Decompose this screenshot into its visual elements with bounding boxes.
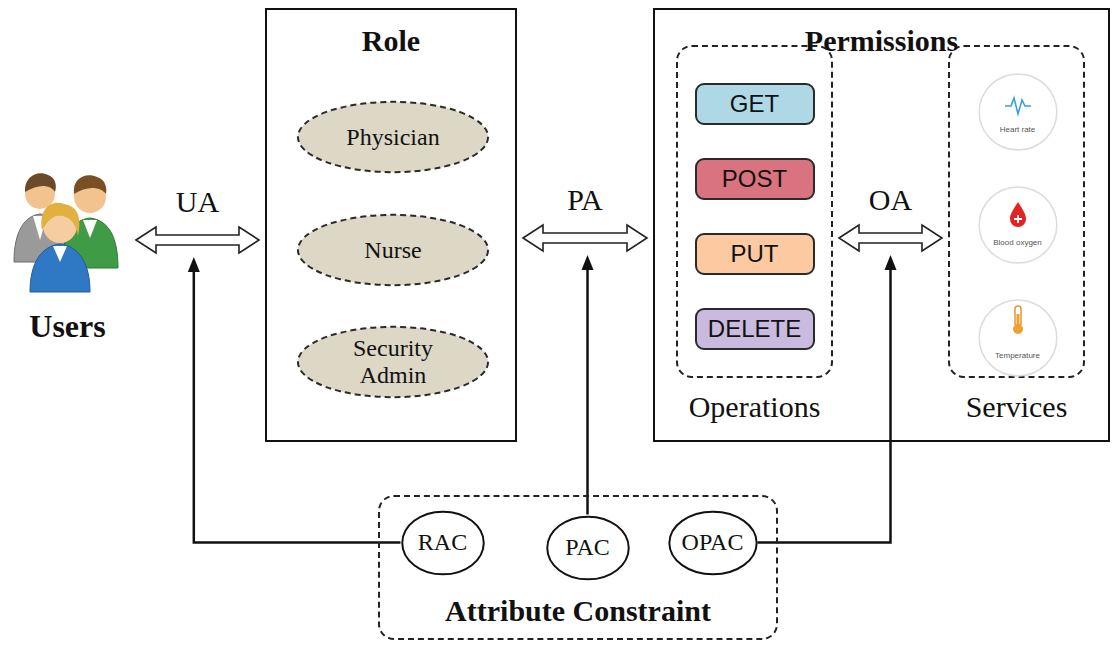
outline (402, 511, 483, 574)
node-label: Permissions (805, 24, 958, 58)
arrowhead (188, 257, 200, 272)
assignment-arrow (136, 227, 259, 253)
node-label: Nurse (364, 237, 421, 264)
node-label: Security Admin (338, 335, 448, 389)
operation-button: GET (695, 83, 815, 125)
users-icon (14, 173, 118, 292)
circle-outline (978, 298, 1058, 378)
node-label: PUT (731, 240, 779, 268)
outline (298, 327, 488, 397)
outline (979, 74, 1057, 150)
outline (547, 516, 628, 579)
constraint-leaders (188, 255, 897, 543)
operation-button: POST (695, 158, 815, 200)
outline (298, 102, 488, 172)
edge-label: UA (173, 185, 222, 218)
outline (979, 300, 1057, 376)
outline (669, 511, 756, 574)
node-label: POST (722, 165, 787, 193)
circle-outline (978, 72, 1058, 152)
role-ellipse: Security Admin (295, 325, 491, 399)
node-label: Blood oxygen (993, 238, 1041, 247)
group-heading: Operations (658, 390, 851, 424)
node-label: RAC (418, 529, 467, 556)
assignment-arrow (523, 225, 647, 251)
node-label: Temperature (995, 351, 1040, 360)
node-label: Physician (346, 124, 439, 151)
arrowhead (885, 255, 897, 270)
operations-group: OperationsGETPOSTPUTDELETE (676, 45, 833, 378)
arrowhead (582, 255, 594, 270)
users-group: Users (5, 160, 130, 345)
circle-outline (978, 185, 1058, 265)
node-label: Users (29, 308, 105, 345)
edge-label: OA (866, 183, 915, 216)
operation-button: PUT (695, 233, 815, 275)
permissions-panel: PermissionsOperations GET POST PUT DELETE Ser… (653, 8, 1110, 442)
node-label: Attribute Constraint (445, 594, 711, 628)
service-circle: Heart rate (978, 72, 1058, 152)
node-label: Role (362, 24, 420, 58)
constraint-line (586, 269, 589, 515)
constraint-ellipse: RAC (401, 510, 485, 576)
node-label: PAC (565, 534, 609, 561)
node-label: OPAC (682, 529, 744, 556)
blood-oxygen-icon (1010, 202, 1026, 227)
service-circle: Blood oxygen (978, 185, 1058, 265)
operation-button: DELETE (695, 308, 815, 350)
constraint-ellipse: PAC (546, 515, 630, 581)
role-ellipse: Nurse (295, 213, 491, 287)
service-circle: Temperature (978, 298, 1058, 378)
services-group: ServicesHeart rateBlood oxygenTemperatur… (948, 45, 1085, 378)
constraint-line (194, 271, 401, 543)
edge-label: PA (564, 183, 606, 216)
node-label: GET (730, 90, 779, 118)
group-heading: Services (930, 390, 1103, 424)
temperature-icon (1013, 306, 1023, 334)
role-ellipse: Physician (295, 100, 491, 174)
role-panel: RolePhysicianNurseSecurity Admin (265, 8, 517, 442)
node-label: Heart rate (1000, 125, 1036, 134)
constraint-ellipse: OPAC (668, 510, 758, 576)
node-label: DELETE (708, 315, 801, 343)
outline (298, 215, 488, 285)
attribute-constraint-group: Attribute Constraint RAC PAC OPAC (378, 495, 778, 640)
heart-rate-icon (1005, 98, 1031, 114)
assignment-arrow (839, 225, 942, 251)
outline (979, 187, 1057, 263)
